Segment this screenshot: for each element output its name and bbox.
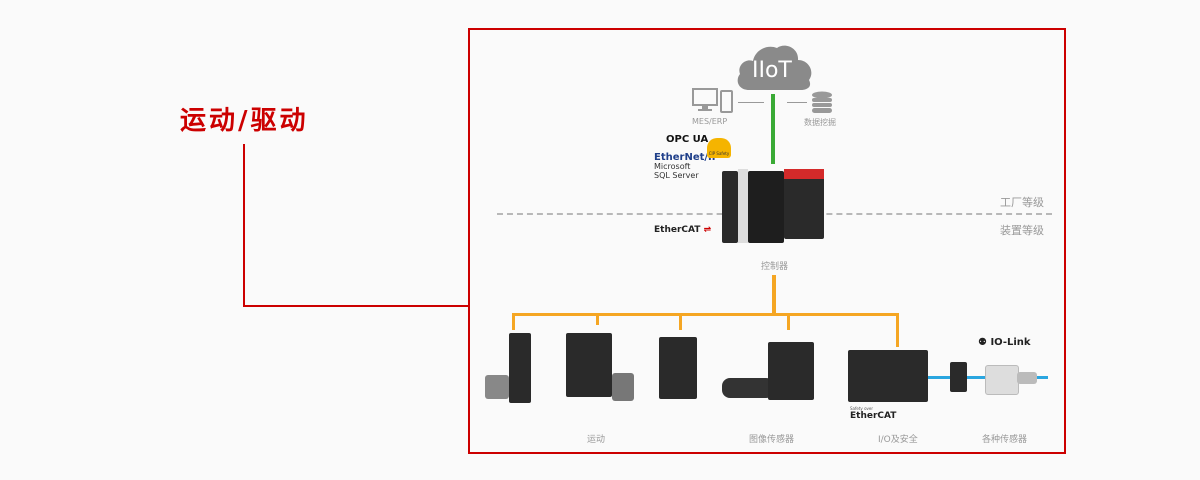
data-mining-label: 数据挖掘	[804, 118, 836, 127]
sql-server-line2: SQL Server	[654, 171, 699, 180]
vision-group-label: 图像传感器	[749, 435, 795, 445]
connector-vertical	[243, 144, 245, 306]
cip-safety-badge: CIP Safety	[707, 138, 731, 158]
database-icon	[812, 91, 832, 113]
drop-servo1	[512, 313, 515, 330]
section-heading: 运动/驱动	[180, 106, 309, 136]
ethernet-ip-logo: EtherNet/IP	[654, 152, 720, 163]
vision-controller	[768, 342, 814, 400]
iiot-connection-line	[771, 94, 775, 164]
proximity-sensor	[1017, 372, 1037, 384]
connector-horizontal	[243, 305, 470, 307]
ethercat-bus-line	[512, 313, 899, 316]
vision-camera-lens	[722, 378, 774, 398]
mes-link-line	[738, 102, 764, 103]
ethercat-label: EtherCAT	[654, 225, 701, 235]
ethercat-logo: EtherCAT ⇌	[654, 225, 711, 235]
opc-ua-label: OPC UA	[666, 134, 709, 145]
sensors-group-label: 各种传感器	[982, 435, 1028, 445]
controller-device	[722, 163, 828, 245]
motion-group-label: 运动	[587, 435, 606, 445]
diagram-frame	[468, 28, 1066, 454]
mes-erp-label: MES/ERP	[692, 117, 728, 126]
servo-drive-2	[566, 333, 636, 405]
servo-motor-1	[485, 375, 509, 399]
opc-ua-logo: OPC UA	[666, 134, 708, 145]
data-link-line	[787, 102, 807, 103]
drop-servo2	[596, 313, 599, 325]
safety-ethercat-small: Safety over	[850, 406, 873, 411]
photoelectric-sensor	[950, 362, 967, 392]
io-link-label: IO-Link	[990, 337, 1031, 348]
drop-vision	[787, 313, 790, 330]
cloud-icon	[737, 45, 812, 90]
io-link-icon: ⚉	[978, 337, 987, 348]
drop-io	[896, 313, 899, 347]
ethercat-arrow-icon: ⇌	[703, 225, 712, 235]
drop-inverter	[679, 313, 682, 330]
computer-tablet-icon	[692, 88, 733, 113]
cloud-label: IIoT	[752, 58, 792, 83]
ethercat-trunk-line	[772, 275, 776, 315]
device-level-label: 装置等级	[1000, 224, 1044, 237]
sql-server-line1: Microsoft	[654, 162, 691, 171]
inverter-device	[659, 337, 697, 399]
laser-sensor	[985, 365, 1019, 395]
io-safety-unit	[848, 350, 928, 402]
factory-level-label: 工厂等级	[1000, 196, 1044, 209]
cip-safety-label: CIP Safety	[708, 151, 730, 156]
servo-drive-1	[485, 333, 535, 405]
controller-label: 控制器	[761, 262, 789, 272]
safety-ethercat-logo: EtherCAT	[850, 411, 897, 421]
servo-motor-2	[612, 373, 634, 401]
io-link-logo: ⚉ IO-Link	[978, 337, 1031, 348]
io-safety-group-label: I/O及安全	[878, 435, 918, 445]
